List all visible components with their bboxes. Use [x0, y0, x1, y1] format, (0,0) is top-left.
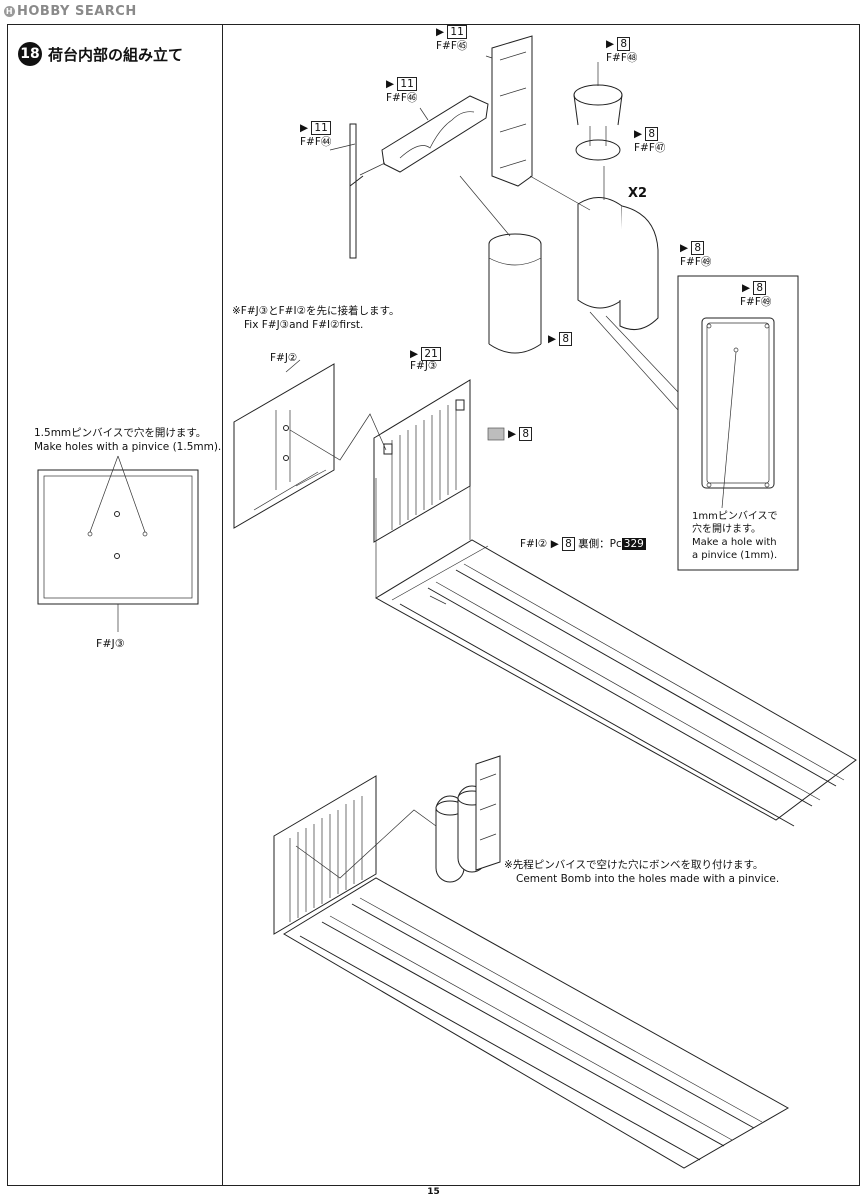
label-f48: ▶ 8 F#F㊽ [606, 37, 638, 64]
panel-divider [222, 24, 223, 1186]
left-part-label: F#J③ [96, 637, 125, 650]
label-fj3: ▶ 21 F#J③ [410, 347, 441, 372]
sprue-f44: ▶ 11 [300, 121, 331, 135]
label-f45: ▶ 11 F#F㊺ [436, 25, 468, 52]
step-title: 荷台内部の組み立て [48, 46, 184, 64]
page-frame [7, 24, 860, 1186]
part-f46 [359, 95, 489, 176]
x2-mark: X2 [628, 186, 648, 201]
part-tank [459, 175, 591, 354]
part-fj2 [233, 359, 335, 529]
note-bomb: ※先程ピンバイスで空けた穴にボンベを取り付けます。 Cement Bomb in… [504, 859, 780, 885]
inset-label: ▶ 8 F#F㊾ [740, 281, 772, 308]
part-f49 [577, 166, 659, 331]
label-chip: ▶ 8 [508, 427, 533, 441]
label-f44: ▶ 11 F#F㊹ [300, 121, 332, 148]
note-glue-first: ※F#J③とF#I②を先に接着します。 Fix F#J③and F#I②firs… [232, 305, 400, 331]
label-tank: ▶ 8 [548, 332, 573, 346]
step-number-badge: 18 [18, 42, 42, 66]
label-fj2: F#J② [270, 352, 298, 364]
label-f46: ▶ 11 F#F㊻ [386, 77, 418, 104]
assembled-view [273, 755, 790, 1169]
left-note-en: Make holes with a pinvice (1.5mm). [34, 441, 222, 453]
watermark-logo-icon: H [4, 6, 15, 17]
part-f44 [329, 123, 364, 259]
part-chip [487, 427, 505, 441]
part-fi2-floor [375, 478, 857, 827]
label-f47: ▶ 8 F#F㊼ [634, 127, 666, 154]
inset-note: 1mmピンバイスで 穴を開けます。 Make a hole with a pin… [692, 511, 778, 561]
part-f45 [485, 35, 533, 187]
inset-box [589, 275, 799, 571]
left-note: 1.5mmピンバイスで穴を開けます。 Make holes with a pin… [34, 426, 221, 454]
left-panel-diagram [37, 455, 199, 632]
label-f49: ▶ 8 F#F㊾ [680, 241, 712, 268]
page-number: 15 [427, 1187, 440, 1197]
left-note-jp: 1.5mmピンバイスで穴を開けます。 [34, 427, 207, 439]
part-f48 [573, 62, 623, 161]
